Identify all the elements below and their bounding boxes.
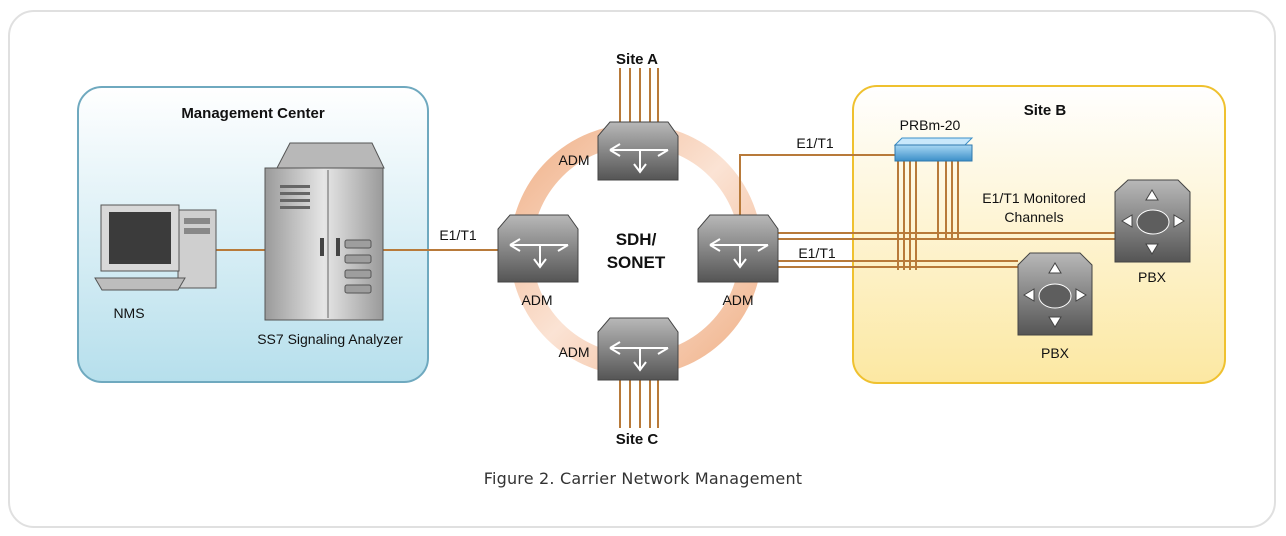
links bbox=[160, 154, 1115, 270]
figure-caption: Figure 2. Carrier Network Management bbox=[483, 469, 803, 488]
adm-top-icon bbox=[597, 121, 679, 181]
adm-bottom-icon bbox=[597, 317, 679, 381]
adm-top-label: ADM bbox=[558, 152, 589, 168]
adm-right-label: ADM bbox=[722, 292, 753, 308]
prbm-20-label: PRBm-20 bbox=[900, 117, 961, 133]
pbx-bottom-label: PBX bbox=[1041, 345, 1070, 361]
prbm-20-icon bbox=[893, 137, 974, 162]
nms-computer-icon bbox=[94, 204, 217, 291]
adm-left-icon bbox=[497, 214, 579, 283]
ring-label-line2: SONET bbox=[607, 253, 666, 272]
monitored-channels-label-line2: Channels bbox=[1004, 209, 1063, 225]
analyzer-link-label: E1/T1 bbox=[439, 227, 477, 243]
pbx-link-label: E1/T1 bbox=[798, 245, 836, 261]
adm-bottom-label: ADM bbox=[558, 344, 589, 360]
prbm-link-label: E1/T1 bbox=[796, 135, 834, 151]
adm-right-icon bbox=[697, 214, 779, 283]
site-c-label: Site C bbox=[616, 431, 659, 448]
ss7-label: SS7 Signaling Analyzer bbox=[257, 331, 403, 347]
site-a-lines bbox=[619, 68, 659, 122]
site-c-lines bbox=[619, 378, 659, 428]
site-a-label: Site A bbox=[616, 51, 658, 68]
pbx-bottom-icon bbox=[1017, 252, 1093, 336]
pbx-right-label: PBX bbox=[1138, 269, 1167, 285]
management-center-title: Management Center bbox=[181, 105, 325, 122]
nms-label: NMS bbox=[113, 305, 144, 321]
monitored-channels-label-line1: E1/T1 Monitored bbox=[982, 190, 1086, 206]
adm-left-label: ADM bbox=[521, 292, 552, 308]
ss7-analyzer-icon bbox=[264, 142, 385, 321]
pbx-right-icon bbox=[1114, 179, 1191, 263]
ring-label-line1: SDH/ bbox=[616, 230, 657, 249]
site-b-title: Site B bbox=[1024, 102, 1067, 119]
